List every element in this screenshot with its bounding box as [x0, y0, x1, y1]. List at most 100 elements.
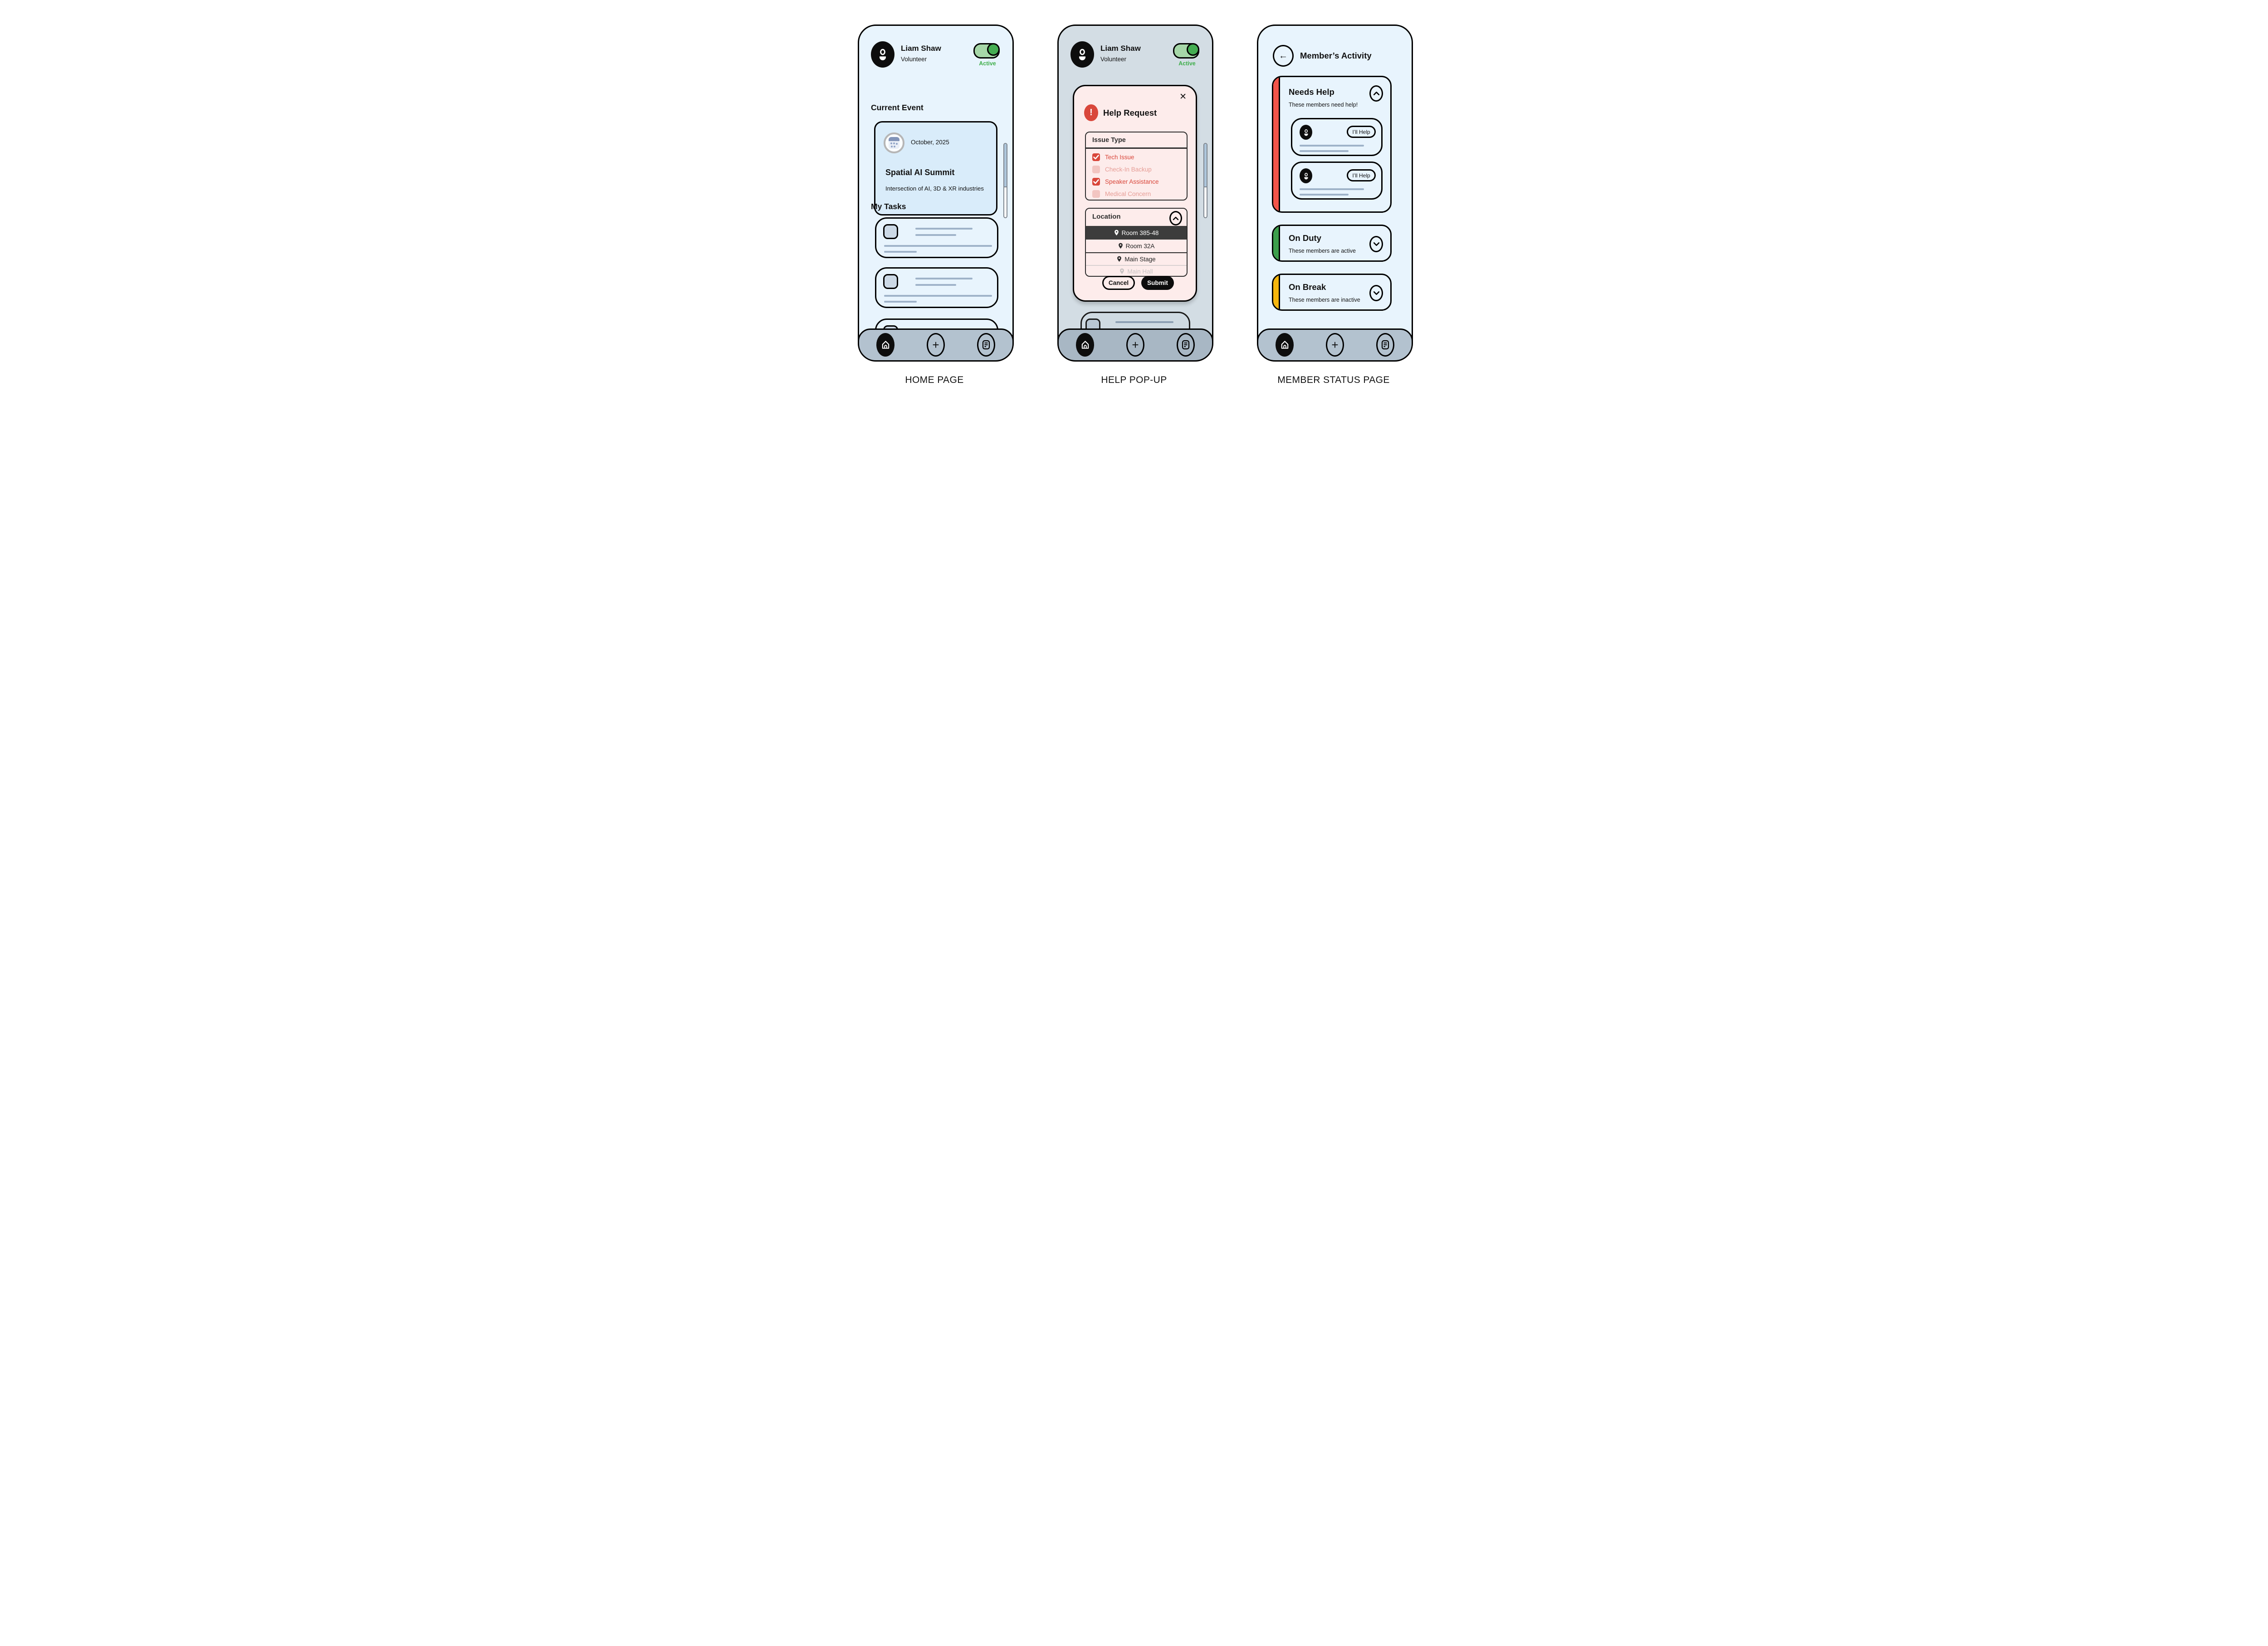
nav-add-button[interactable]: + — [1126, 333, 1144, 357]
pin-icon — [1117, 256, 1122, 262]
member-status-phone: ← Member’s Activity Needs Help These mem… — [1257, 24, 1413, 362]
nav-tasks-button[interactable] — [977, 333, 995, 357]
chevron-up-icon[interactable] — [1369, 85, 1383, 102]
event-title: Spatial AI Summit — [885, 168, 955, 177]
scrollbar-thumb[interactable] — [1204, 144, 1207, 187]
person-icon — [1304, 129, 1308, 136]
help-popup-phone: Liam Shaw Volunteer Active ✕ ! Help Requ… — [1057, 24, 1213, 362]
active-status-label: Active — [979, 60, 996, 67]
task-card[interactable] — [875, 217, 998, 258]
active-toggle[interactable] — [1173, 43, 1199, 59]
current-event-heading: Current Event — [871, 103, 924, 112]
task-thumbnail — [883, 274, 898, 289]
skeleton-line — [915, 278, 973, 279]
section-subtitle: These members are inactive — [1289, 297, 1360, 303]
skeleton-line — [1300, 145, 1364, 147]
plus-icon: + — [1331, 338, 1339, 352]
profile-avatar[interactable] — [1070, 41, 1094, 68]
divider — [1086, 265, 1187, 266]
home-icon — [1281, 341, 1288, 349]
section-title: On Duty — [1289, 233, 1321, 243]
bottom-nav: + — [1258, 328, 1412, 360]
page-title: Member’s Activity — [1300, 51, 1372, 60]
help-request-modal: ✕ ! Help Request Issue Type Tech Issue C… — [1073, 85, 1197, 302]
location-label: Location — [1092, 213, 1121, 220]
skeleton-line — [884, 251, 917, 253]
skeleton-line — [915, 228, 973, 230]
location-group: Location Room 385-48 Room 32A Main Stage — [1085, 208, 1188, 277]
location-option-main-hall[interactable]: Main Hall — [1086, 266, 1187, 276]
caption-home-page: HOME PAGE — [905, 375, 964, 385]
location-option-main-stage[interactable]: Main Stage — [1086, 253, 1187, 265]
scrollbar-thumb[interactable] — [1004, 144, 1007, 187]
toggle-knob — [1187, 43, 1199, 56]
scrollbar[interactable] — [1203, 143, 1207, 218]
chevron-down-icon[interactable] — [1369, 285, 1383, 301]
back-button[interactable]: ← — [1273, 45, 1294, 67]
checkbox-icon — [1092, 177, 1100, 186]
ill-help-button[interactable]: I’ll Help — [1347, 126, 1376, 138]
section-on-duty: On Duty These members are active — [1272, 225, 1392, 262]
pin-icon — [1114, 230, 1119, 235]
checkbox-icon — [1092, 190, 1100, 198]
pin-icon — [1120, 268, 1124, 274]
profile-name: Liam Shaw — [901, 44, 941, 53]
scrollbar[interactable] — [1003, 143, 1007, 218]
submit-button[interactable]: Submit — [1141, 276, 1174, 290]
caption-help-popup: HELP POP-UP — [1101, 375, 1167, 385]
home-page-phone: Liam Shaw Volunteer Active Current Event… — [858, 24, 1014, 362]
section-subtitle: These members need help! — [1289, 102, 1358, 108]
issue-type-group: Issue Type Tech Issue Check-In Backup Sp… — [1085, 132, 1188, 201]
nav-tasks-button[interactable] — [1376, 333, 1394, 357]
nav-home-button[interactable] — [876, 333, 894, 357]
nav-add-button[interactable]: + — [927, 333, 945, 357]
profile-role: Volunteer — [1100, 56, 1127, 63]
close-icon[interactable]: ✕ — [1179, 92, 1187, 102]
home-icon — [1081, 341, 1089, 349]
nav-tasks-button[interactable] — [1177, 333, 1195, 357]
event-card[interactable]: October, 2025 Spatial AI Summit Intersec… — [874, 121, 997, 216]
task-card[interactable] — [875, 267, 998, 308]
checkbox-tech-issue[interactable]: Tech Issue — [1092, 152, 1134, 162]
section-title: On Break — [1289, 282, 1326, 292]
profile-role: Volunteer — [901, 56, 927, 63]
chevron-down-icon[interactable] — [1369, 236, 1383, 252]
alert-icon: ! — [1084, 104, 1098, 121]
back-arrow-icon: ← — [1279, 50, 1288, 61]
checkbox-medical-concern[interactable]: Medical Concern — [1092, 189, 1151, 198]
task-list-icon — [1381, 340, 1389, 350]
person-icon — [879, 49, 886, 60]
nav-home-button[interactable] — [1076, 333, 1094, 357]
ill-help-button[interactable]: I’ll Help — [1347, 169, 1376, 181]
member-card: I’ll Help — [1291, 118, 1383, 156]
checkbox-speaker-assistance[interactable]: Speaker Assistance — [1092, 177, 1159, 186]
skeleton-line — [884, 295, 992, 297]
checkbox-check-in-backup[interactable]: Check-In Backup — [1092, 165, 1152, 174]
skeleton-line — [1300, 188, 1364, 190]
skeleton-line — [1300, 150, 1349, 152]
collapse-chevron-up-icon[interactable] — [1169, 211, 1182, 225]
location-option-room-385-48[interactable]: Room 385-48 — [1086, 226, 1187, 240]
issue-type-label: Issue Type — [1092, 137, 1126, 144]
cancel-button[interactable]: Cancel — [1102, 276, 1135, 290]
task-list-icon — [982, 340, 990, 350]
caption-member-status: MEMBER STATUS PAGE — [1277, 375, 1390, 385]
section-on-break: On Break These members are inactive — [1272, 274, 1392, 311]
skeleton-line — [1300, 194, 1349, 196]
skeleton-line — [1115, 321, 1173, 323]
design-canvas: Liam Shaw Volunteer Active Current Event… — [835, 0, 1433, 412]
home-icon — [882, 341, 889, 349]
member-card: I’ll Help — [1291, 162, 1383, 200]
location-option-room-32a[interactable]: Room 32A — [1086, 240, 1187, 252]
plus-icon: + — [932, 338, 939, 352]
nav-home-button[interactable] — [1276, 333, 1294, 357]
active-toggle[interactable] — [973, 43, 1000, 59]
skeleton-line — [915, 234, 956, 236]
bottom-nav: + — [1059, 328, 1212, 360]
section-title: Needs Help — [1289, 87, 1334, 97]
checkbox-icon — [1092, 153, 1100, 161]
profile-avatar[interactable] — [871, 41, 894, 68]
task-thumbnail — [883, 224, 898, 239]
nav-add-button[interactable]: + — [1326, 333, 1344, 357]
active-status-label: Active — [1178, 60, 1196, 67]
